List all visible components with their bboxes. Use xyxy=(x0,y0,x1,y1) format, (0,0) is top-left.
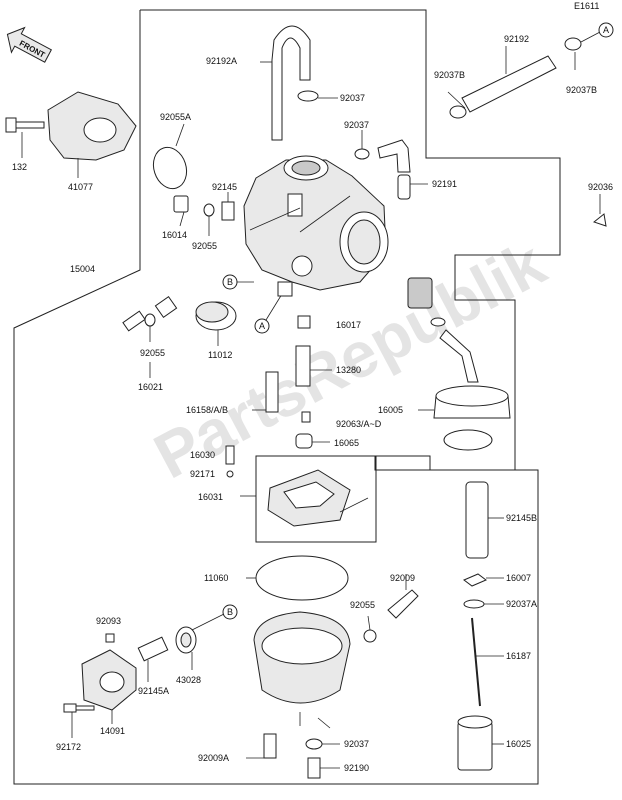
label-92037a: 92037A xyxy=(506,599,537,609)
callout-b-low xyxy=(222,604,238,620)
label-92009: 92009 xyxy=(390,573,415,583)
needle-jet-16017 xyxy=(297,315,311,329)
label-92009a: 92009A xyxy=(198,753,229,763)
retainer-16007 xyxy=(463,573,504,587)
label-92037-bot: 92037 xyxy=(344,739,369,749)
insulator-41077 xyxy=(47,91,137,178)
assembly-outline xyxy=(13,9,561,785)
label-92055a: 92055A xyxy=(160,112,191,122)
label-16014: 16014 xyxy=(162,230,187,240)
label-92145a: 92145A xyxy=(138,686,169,696)
label-92037b-left: 92037B xyxy=(434,70,465,80)
hose-elbow xyxy=(377,139,411,173)
fitting-nozzle xyxy=(277,281,293,297)
label-92191: 92191 xyxy=(432,179,457,189)
label-16005: 16005 xyxy=(378,405,403,415)
label-41077: 41077 xyxy=(68,182,93,192)
label-16025: 16025 xyxy=(506,739,531,749)
oring-92055a xyxy=(152,123,188,190)
spring-92145a xyxy=(137,636,169,682)
label-92145: 92145 xyxy=(212,182,237,192)
throttle-valve-16025 xyxy=(457,715,504,771)
callout-a-body xyxy=(254,318,270,334)
oring-92055-mid xyxy=(203,203,215,236)
main-jet-16158 xyxy=(252,371,279,413)
fuel-tube-92192a xyxy=(260,25,311,141)
screw-92172 xyxy=(63,703,95,738)
drain-screw-92009 xyxy=(387,574,419,619)
label-92036: 92036 xyxy=(588,182,613,192)
tube-92190 xyxy=(307,757,340,779)
label-16017: 16017 xyxy=(336,320,361,330)
hose-92191 xyxy=(397,174,428,200)
holder-16065 xyxy=(295,433,330,449)
tube-92192 xyxy=(447,31,601,119)
callout-b-low-text: B xyxy=(227,607,233,617)
fuel-tap-16005 xyxy=(407,277,511,451)
callout-b-top-text: B xyxy=(227,277,233,287)
label-16007: 16007 xyxy=(506,573,531,583)
label-92190: 92190 xyxy=(344,763,369,773)
washer-92063 xyxy=(301,411,311,423)
label-92171: 92171 xyxy=(190,469,215,479)
callout-a-body-text: A xyxy=(259,321,265,331)
oring-92055-low xyxy=(363,615,377,643)
label-92055-mid: 92055 xyxy=(192,241,217,251)
label-92037-mid: 92037 xyxy=(344,120,369,130)
spring-92145b xyxy=(465,481,504,559)
label-92093: 92093 xyxy=(96,616,121,626)
clip-92036 xyxy=(592,194,607,227)
float-16031 xyxy=(240,469,369,527)
clip-92037a xyxy=(463,599,504,609)
cap-11012 xyxy=(195,301,237,346)
label-16030: 16030 xyxy=(190,450,215,460)
cover-14091 xyxy=(81,649,137,724)
label-16021: 16021 xyxy=(138,382,163,392)
label-92037-top: 92037 xyxy=(340,93,365,103)
label-14091: 14091 xyxy=(100,726,125,736)
clip-92037-top xyxy=(297,90,338,102)
pilot-screw-16014 xyxy=(173,195,189,227)
label-43028: 43028 xyxy=(176,675,201,685)
front-arrow-icon: FRONT xyxy=(6,26,53,63)
diagram-id: E1611 xyxy=(574,1,599,11)
diaphragm-43028 xyxy=(175,613,225,670)
label-92063: 92063/A~D xyxy=(336,419,382,429)
label-92055-left: 92055 xyxy=(140,348,165,358)
needle-13280 xyxy=(295,345,332,387)
label-92145b: 92145B xyxy=(506,513,537,523)
float-box xyxy=(255,455,377,543)
idle-screw-16021 xyxy=(122,295,178,378)
label-132: 132 xyxy=(12,162,27,172)
label-13280: 13280 xyxy=(336,365,361,375)
label-92055-low: 92055 xyxy=(350,600,375,610)
spring-92145 xyxy=(221,192,235,221)
label-16031: 16031 xyxy=(198,492,223,502)
label-92172: 92172 xyxy=(56,742,81,752)
bolt-132 xyxy=(5,117,45,158)
float-bowl xyxy=(253,611,351,729)
cap-92093 xyxy=(105,633,115,643)
clip-92037-bot xyxy=(305,738,340,750)
float-valve-16030 xyxy=(225,445,235,478)
gasket-11060 xyxy=(246,555,349,601)
label-15004: 15004 xyxy=(70,264,95,274)
clip-92037-mid xyxy=(354,130,370,160)
label-11060: 11060 xyxy=(204,573,228,583)
drain-screw-92009a xyxy=(246,733,277,759)
label-92192a: 92192A xyxy=(206,56,237,66)
jet-needle-16187 xyxy=(471,617,504,707)
label-11012: 11012 xyxy=(208,350,232,360)
callout-a-top xyxy=(598,22,614,38)
carburetor-body xyxy=(243,155,389,291)
callout-a-top-text: A xyxy=(603,25,609,35)
label-92192: 92192 xyxy=(504,34,529,44)
label-16187: 16187 xyxy=(506,651,531,661)
label-16158: 16158/A/B xyxy=(186,405,228,415)
label-92037b-right: 92037B xyxy=(566,85,597,95)
label-16065: 16065 xyxy=(334,438,359,448)
